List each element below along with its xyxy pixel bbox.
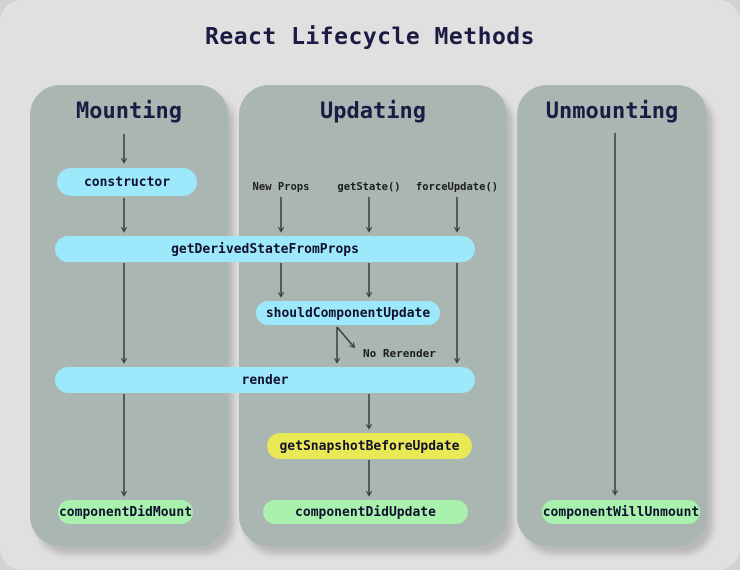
column-unmounting-header: Unmounting [545,99,679,124]
column-unmounting: Unmounting [517,85,707,546]
page-title: React Lifecycle Methods [205,24,535,50]
node-should-component-update: shouldComponentUpdate [256,301,440,325]
trigger-new-props: New Props [252,181,310,193]
column-updating-header: Updating [320,99,426,124]
column-mounting-header: Mounting [76,99,182,124]
node-component-will-unmount: componentWillUnmount [542,500,700,524]
node-component-did-mount: componentDidMount [58,500,193,524]
no-rerender-label: No Rerender [363,347,436,360]
column-mounting: Mounting [30,85,228,546]
node-component-did-update: componentDidUpdate [263,500,468,524]
trigger-get-state: getState() [337,181,401,193]
node-get-snapshot-before-update: getSnapshotBeforeUpdate [267,433,472,459]
node-get-derived-state-from-props: getDerivedStateFromProps [55,236,475,262]
node-constructor: constructor [57,168,197,196]
node-render: render [55,367,475,393]
trigger-force-update: forceUpdate() [415,181,499,193]
